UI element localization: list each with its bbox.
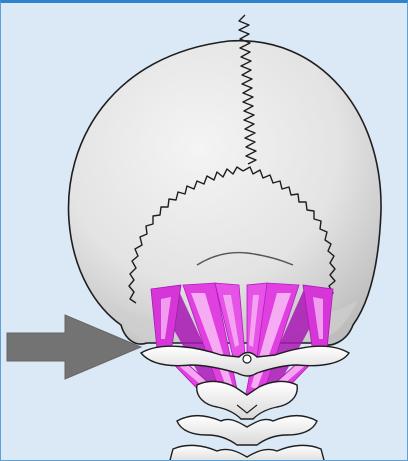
c3-vertebra [177,416,317,445]
c4-vertebra [169,445,325,461]
skull-illustration [1,3,408,461]
atlas-posterior-tubercle [243,355,251,363]
